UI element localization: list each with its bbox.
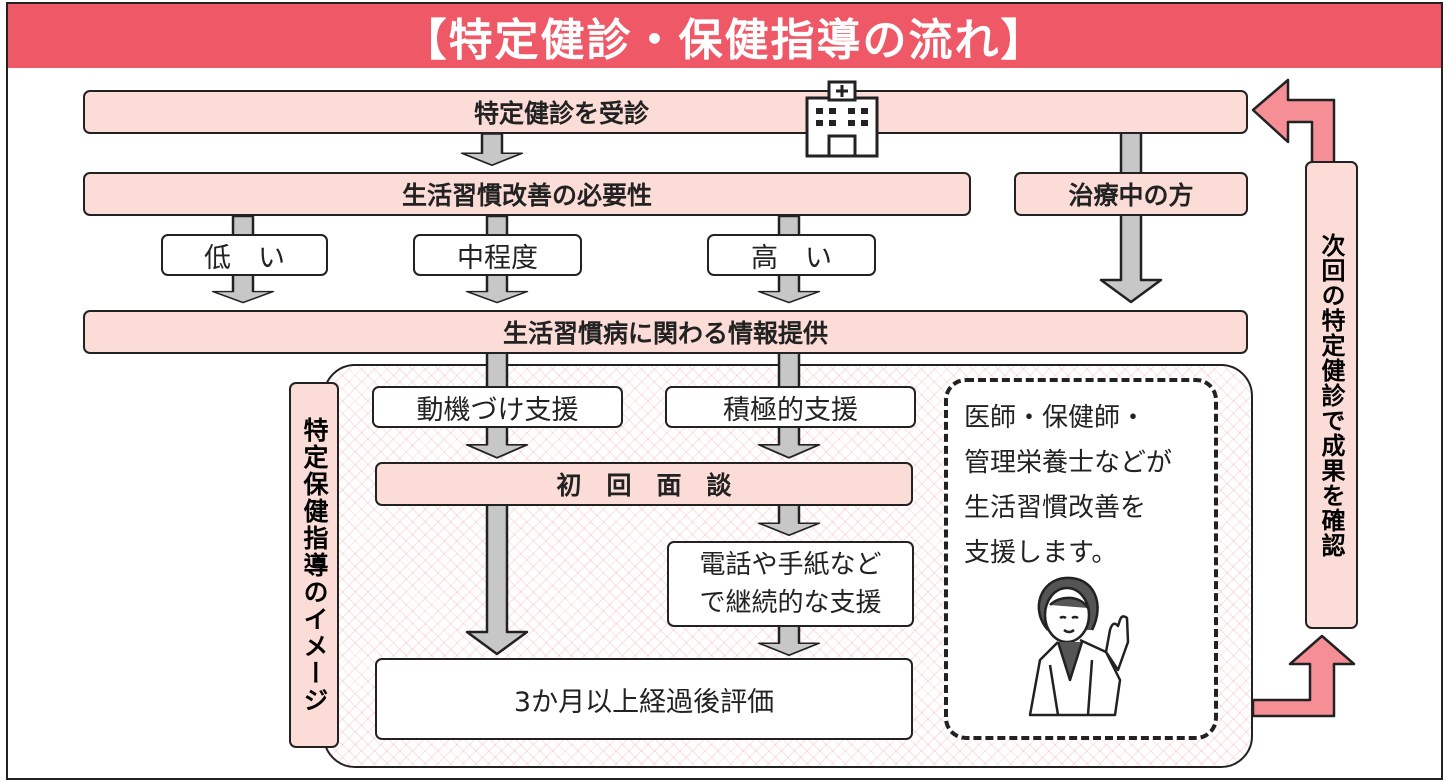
node-necessity: 生活習慣改善の必要性 [83, 172, 971, 216]
node-active: 積極的支援 [665, 386, 916, 428]
node-medium: 中程度 [413, 234, 582, 276]
arrow-down [757, 422, 821, 460]
note-box: 医師・保健師・ 管理栄養士などが 生活習慣改善を 支援します。 [944, 378, 1218, 740]
arrow-stem [231, 214, 255, 238]
page-title: 【特定健診・保健指導の流れ】 [8, 4, 1441, 68]
arrow-down [465, 502, 529, 656]
loop-arrow [1251, 634, 1356, 718]
arrow-down [465, 272, 529, 304]
arrow-stem [485, 350, 509, 392]
node-motivation: 動機づけ支援 [372, 386, 623, 428]
loop-arrow [1251, 78, 1336, 167]
arrow-down [465, 422, 529, 460]
arrow-down [757, 622, 821, 657]
arrow-stem [777, 214, 801, 238]
node-low: 低 い [161, 234, 328, 276]
note-line: 生活習慣改善を [964, 493, 1147, 523]
note-line: 医師・保健師・ [964, 403, 1147, 433]
node-continuous: 電話や手紙など で継続的な支援 [667, 541, 914, 627]
arrow-down [757, 502, 821, 537]
arrow-down [460, 132, 524, 167]
note-line: 支援します。 [964, 538, 1118, 568]
node-first-interview: 初 回 面 談 [375, 462, 913, 506]
node-high: 高 い [707, 234, 876, 276]
note-text: 医師・保健師・ 管理栄養士などが 生活習慣改善を 支援します。 [964, 396, 1214, 576]
arrow-down [211, 272, 275, 304]
doctor-illustration [1028, 576, 1130, 717]
node-info: 生活習慣病に関わる情報提供 [83, 310, 1248, 354]
arrow-down [757, 272, 821, 304]
node-evaluation: 3か月以上経過後評価 [375, 658, 913, 740]
next-checkup-label: 次回の特定健診で成果を確認 [1305, 161, 1358, 629]
arrow-stem [485, 214, 509, 238]
note-line: 管理栄養士などが [964, 448, 1173, 478]
arrow-stem [777, 350, 801, 392]
node-checkup: 特定健診を受診 [83, 90, 1248, 134]
node-checkup-label: 特定健診を受診 [473, 99, 649, 128]
node-treatment: 治療中の方 [1014, 172, 1248, 216]
arrow-down [1099, 130, 1163, 304]
guidance-image-label: 特定保健指導のイメージ [289, 382, 339, 748]
